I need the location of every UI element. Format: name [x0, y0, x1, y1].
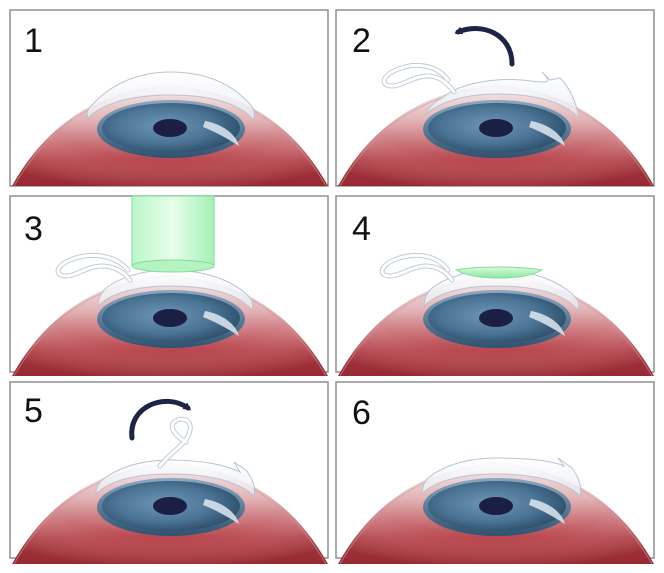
panel-2: 2: [335, 9, 655, 187]
panel-5: 5: [9, 381, 329, 565]
clockwise-arrow-icon: [129, 398, 192, 441]
panel-number-4: 4: [352, 210, 371, 248]
counterclockwise-arrow-icon: [454, 26, 515, 67]
panel-number-2: 2: [352, 22, 371, 60]
ablation-zone: [454, 266, 544, 279]
panel-4: 4: [335, 195, 655, 377]
panel-3: 3: [9, 195, 329, 377]
panel-number-5: 5: [24, 392, 43, 430]
laser-beam: [132, 196, 214, 266]
panel-6: 6: [335, 381, 655, 565]
panel-1: 1: [9, 9, 329, 187]
panel-number-6: 6: [352, 394, 371, 432]
panel-number-1: 1: [24, 22, 43, 60]
panel-number-3: 3: [24, 210, 43, 248]
